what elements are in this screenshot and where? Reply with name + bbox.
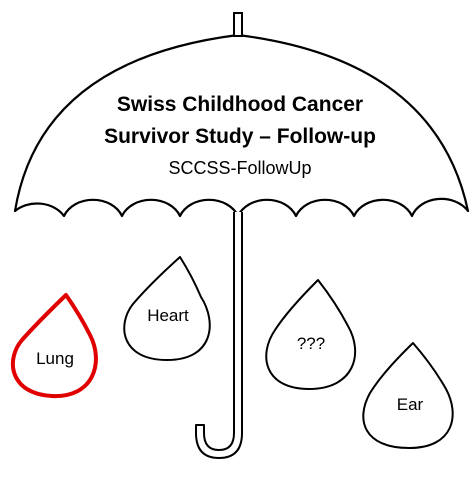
study-abbreviation: SCCSS-FollowUp	[168, 158, 311, 178]
drop-ear: Ear	[363, 343, 452, 448]
drop-unknown: ???	[266, 280, 355, 389]
drop-heart-label: Heart	[147, 306, 189, 325]
study-title-line2: Survivor Study – Follow-up	[104, 125, 376, 148]
drop-ear-label: Ear	[397, 395, 424, 414]
study-title-line1: Swiss Childhood Cancer	[117, 93, 363, 116]
umbrella-tip	[234, 13, 242, 36]
drop-lung: Lung	[13, 295, 96, 396]
drop-unknown-label: ???	[297, 334, 325, 353]
drop-lung-shape	[13, 295, 96, 396]
drop-lung-label: Lung	[36, 349, 74, 368]
drop-heart: Heart	[124, 257, 209, 360]
